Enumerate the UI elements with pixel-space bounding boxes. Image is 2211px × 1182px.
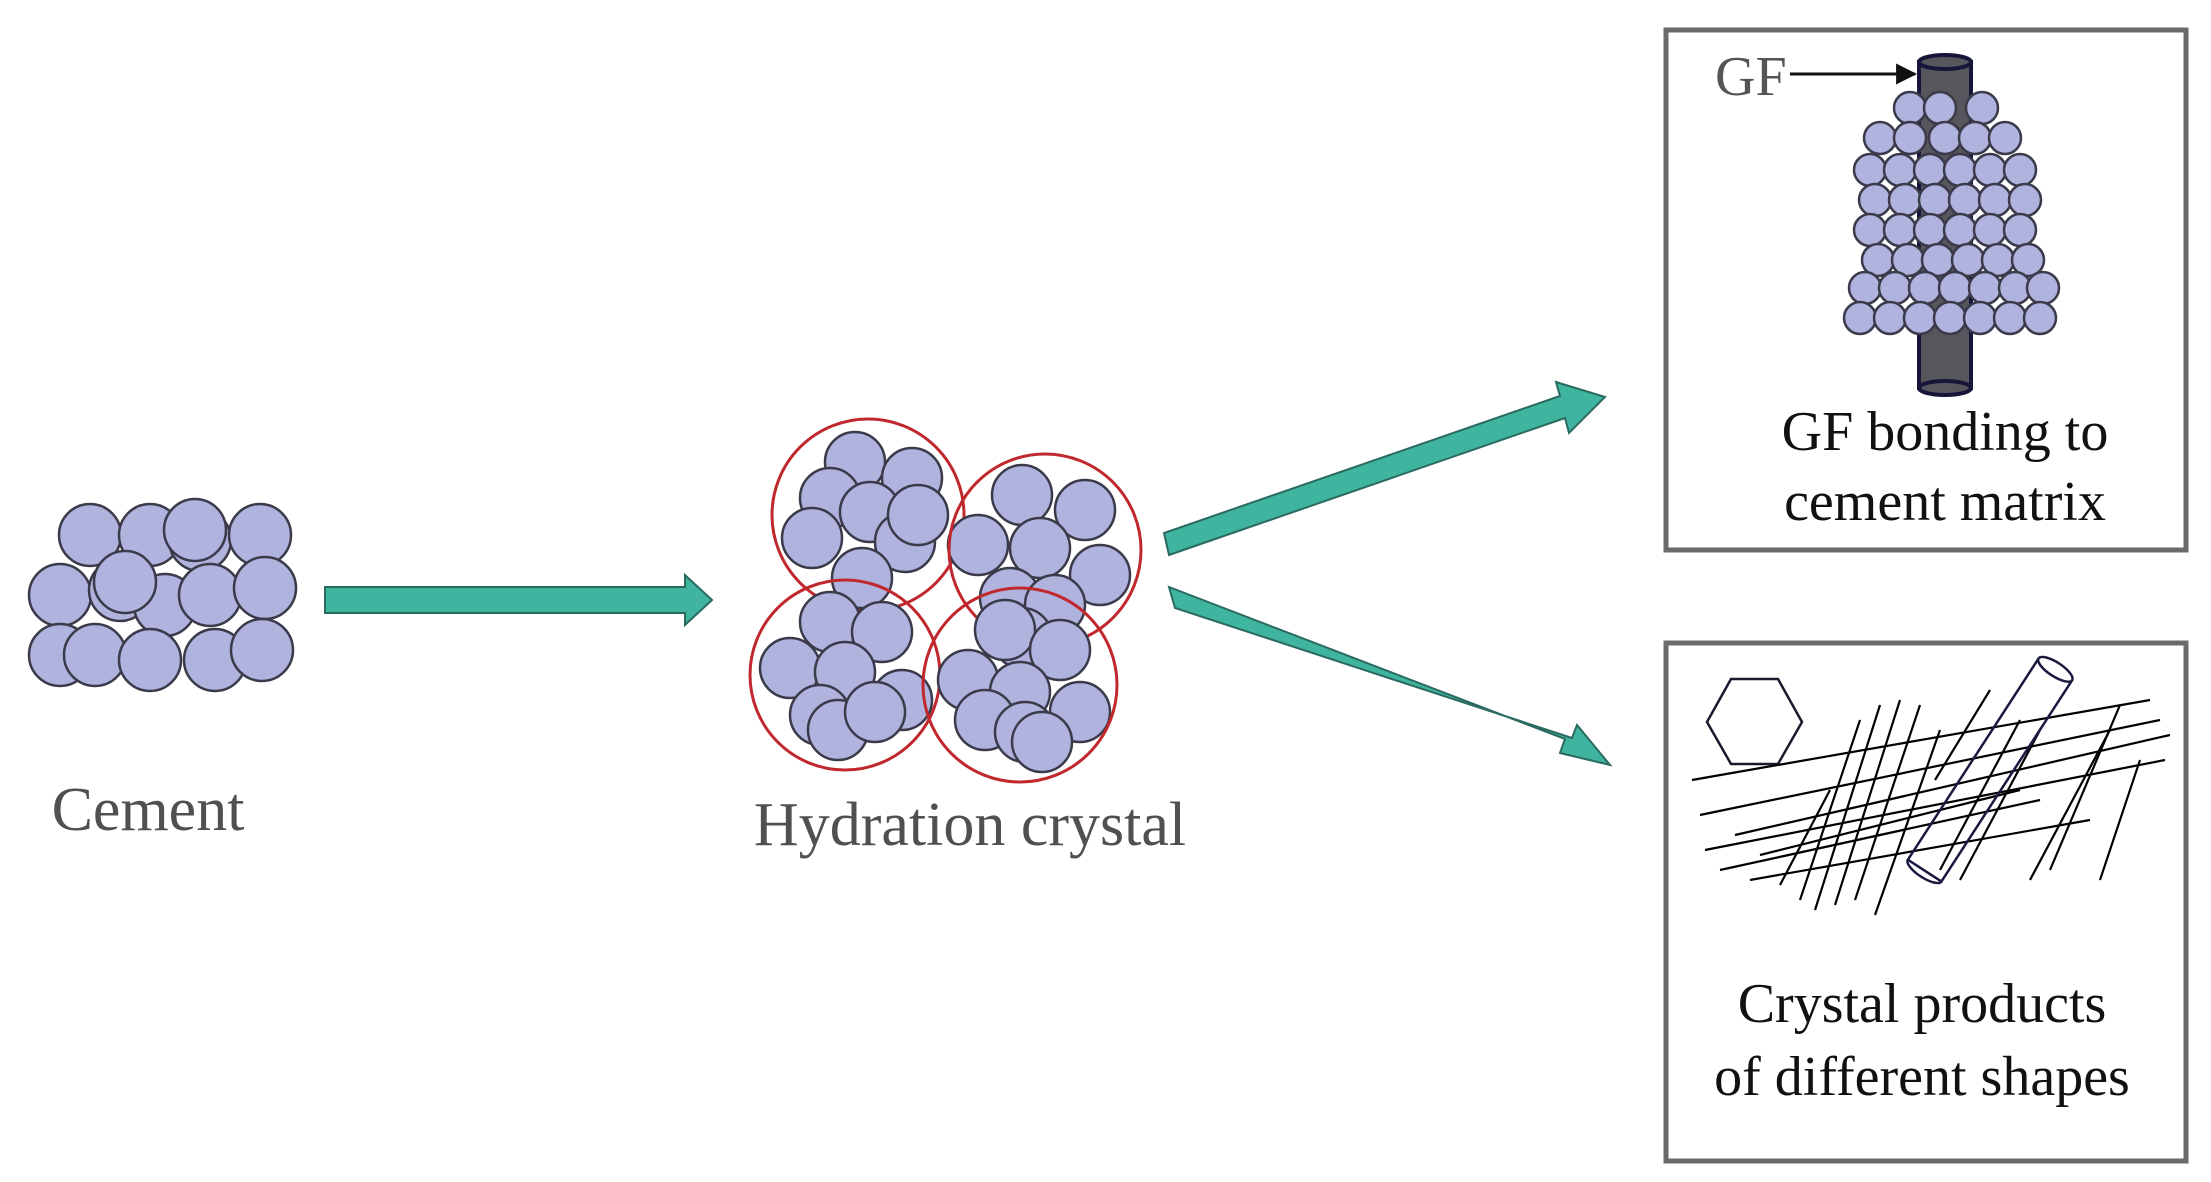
cement-matrix-particle	[1892, 90, 1928, 126]
cement-matrix-particle	[1962, 300, 1998, 336]
cement-matrix-particle	[1942, 212, 1978, 248]
cement-matrix-particle	[1987, 120, 2023, 156]
cement-matrix-particle	[2025, 270, 2061, 306]
hydration-particle	[843, 680, 907, 744]
hydration-crystal-cluster	[748, 417, 1143, 784]
cement-matrix-particle	[1927, 120, 1963, 156]
hydration-particle	[1068, 543, 1132, 607]
cement-matrix-particle	[1967, 270, 2003, 306]
needle-crystal-line	[1779, 789, 1831, 886]
needle-crystal-line	[1704, 758, 2166, 852]
cement-label: Cement	[52, 776, 245, 844]
hydration-particle	[1010, 710, 1074, 774]
needle-crystal-line	[1959, 729, 2041, 881]
needle-crystal-line	[1749, 818, 2091, 882]
hydration-particle	[973, 598, 1037, 662]
cement-matrix-particle	[1972, 152, 2008, 188]
cement-matrix-particle	[1862, 120, 1898, 156]
cement-matrix-particle	[1912, 152, 1948, 188]
cement-matrix-particle	[1847, 270, 1883, 306]
needle-crystal-line	[2098, 759, 2142, 881]
hydration-particle	[780, 506, 844, 570]
needle-crystal-line	[1798, 719, 1862, 901]
cement-matrix-particle	[1912, 212, 1948, 248]
cement-matrix-particle	[1902, 300, 1938, 336]
needle-crystal-line	[1691, 698, 2151, 782]
cement-particle	[232, 555, 298, 621]
cement-matrix-particles	[1842, 90, 2061, 336]
needle-crystal-line	[1833, 699, 1902, 906]
cement-matrix-particle	[2002, 152, 2038, 188]
cement-matrix-particle	[1957, 120, 1993, 156]
cement-matrix-particle	[2002, 212, 2038, 248]
needle-crystal-line	[1813, 704, 1882, 911]
cement-matrix-particle	[1992, 300, 2028, 336]
cement-particle	[62, 622, 128, 688]
cement-matrix-particle	[1887, 182, 1923, 218]
cement-matrix-particle	[1852, 212, 1888, 248]
needle-crystal-line	[1934, 689, 1991, 781]
cement-particle	[162, 497, 228, 563]
cement-particle	[27, 562, 93, 628]
cement-matrix-particle	[1877, 270, 1913, 306]
hydration-crystal-label: Hydration crystal	[754, 791, 1186, 859]
needle-crystal-line	[1699, 718, 2161, 817]
cement-matrix-particle	[1842, 300, 1878, 336]
cement-matrix-particle	[1937, 270, 1973, 306]
cement-matrix-particle	[1892, 120, 1928, 156]
needle-crystal-line	[1853, 704, 1922, 901]
cement-matrix-particle	[2022, 300, 2058, 336]
arrow-to-crystal-products	[1167, 585, 1613, 767]
needle-crystal-line	[2048, 704, 2122, 871]
cement-particle-cluster	[27, 497, 298, 693]
crystal-products-caption-line1: Crystal products	[1738, 973, 2107, 1035]
cement-matrix-particle	[1932, 300, 1968, 336]
needle-crystal-line	[1939, 719, 2021, 871]
cement-matrix-particle	[2010, 242, 2046, 278]
cement-matrix-particle	[1977, 182, 2013, 218]
arrow-to-gf-bonding	[1162, 380, 1607, 557]
needle-crystal-lines	[1691, 689, 2171, 916]
cement-matrix-particle	[1947, 182, 1983, 218]
gf-bonding-caption-line1: GF bonding to	[1782, 401, 2109, 463]
hydration-particle	[990, 463, 1054, 527]
cement-particle	[92, 549, 158, 615]
hexagonal-crystal-icon	[1705, 677, 1804, 766]
columnar-crystal-icon	[1906, 655, 2074, 885]
hydration-particle	[946, 513, 1010, 577]
gf-bonding-caption-line2: cement matrix	[1784, 471, 2106, 533]
cement-matrix-particle	[1917, 182, 1953, 218]
crystal-products-box	[1663, 640, 2189, 1164]
cement-matrix-particle	[1852, 152, 1888, 188]
cement-matrix-particle	[1857, 182, 1893, 218]
cement-matrix-particle	[1882, 152, 1918, 188]
hydration-particle	[1028, 618, 1092, 682]
cement-matrix-particle	[1942, 152, 1978, 188]
cement-matrix-particle	[1964, 90, 2000, 126]
needle-crystal-line	[1873, 729, 1942, 916]
cement-particle	[229, 617, 295, 683]
needle-crystal-line	[2029, 729, 2111, 881]
cement-particle	[177, 562, 243, 628]
cement-matrix-particle	[1972, 212, 2008, 248]
hydration-particle	[1053, 478, 1117, 542]
hydration-particle	[886, 483, 950, 547]
cement-matrix-particle	[1872, 300, 1908, 336]
hydration-particle	[850, 600, 914, 664]
cement-matrix-particle	[1882, 212, 1918, 248]
arrow-cement-to-hydration	[324, 572, 714, 628]
cement-matrix-particle	[2007, 182, 2043, 218]
crystal-products-caption-line2: of different shapes	[1714, 1046, 2130, 1108]
gf-label: GF	[1715, 46, 1787, 108]
cement-particle	[117, 627, 183, 693]
cement-matrix-particle	[1907, 270, 1943, 306]
cement-matrix-particle	[1922, 90, 1958, 126]
hydration-crystal-ring	[921, 586, 1119, 784]
